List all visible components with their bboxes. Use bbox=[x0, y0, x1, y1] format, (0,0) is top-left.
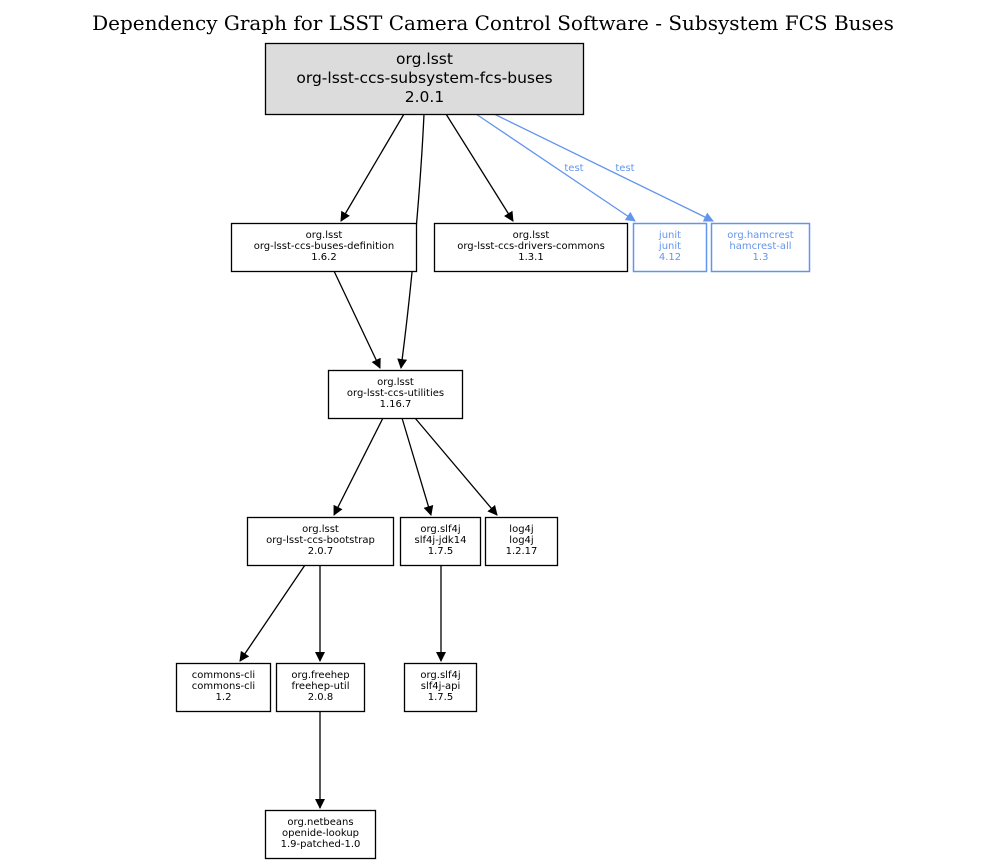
node-box bbox=[433, 222, 629, 273]
edge-root-to-drivers-commons bbox=[445, 113, 514, 222]
node-version: 1.2.17 bbox=[506, 546, 538, 557]
node-artifact: org-lsst-ccs-drivers-commons bbox=[457, 241, 605, 252]
node-box bbox=[246, 516, 395, 567]
edge-label: test bbox=[564, 163, 583, 174]
node-group: org.lsst bbox=[377, 377, 414, 388]
node-artifact: hamcrest-all bbox=[729, 241, 791, 252]
edge-utilities-to-bootstrap bbox=[333, 417, 384, 516]
node-version: 4.12 bbox=[659, 252, 681, 263]
node-box bbox=[264, 42, 585, 116]
edge-buses-definition-to-utilities bbox=[333, 270, 381, 369]
edge-bootstrap-to-commons-cli bbox=[239, 564, 306, 662]
node-drivers-commons: org.lsstorg-lsst-ccs-drivers-commons1.3.… bbox=[433, 222, 629, 273]
node-group: org.lsst bbox=[302, 524, 339, 535]
node-artifact: openide-lookup bbox=[282, 828, 359, 839]
node-version: 2.0.8 bbox=[308, 692, 333, 703]
node-buses-definition: org.lsstorg-lsst-ccs-buses-definition1.6… bbox=[230, 222, 418, 273]
node-group: junit bbox=[658, 230, 681, 241]
node-group: log4j bbox=[509, 524, 533, 535]
node-artifact: log4j bbox=[509, 535, 533, 546]
node-box bbox=[399, 516, 482, 567]
node-box bbox=[175, 662, 272, 713]
node-artifact: commons-cli bbox=[192, 681, 255, 692]
node-artifact: junit bbox=[658, 241, 681, 252]
edge-root-to-hamcrest bbox=[493, 113, 714, 222]
node-version: 2.0.1 bbox=[405, 88, 444, 106]
node-artifact: org-lsst-ccs-utilities bbox=[347, 388, 444, 399]
node-box bbox=[632, 222, 708, 273]
node-version: 1.9-patched-1.0 bbox=[281, 839, 361, 850]
node-artifact: freehep-util bbox=[292, 681, 350, 692]
node-group: org.lsst bbox=[306, 230, 343, 241]
node-version: 1.3 bbox=[753, 252, 769, 263]
node-artifact: slf4j-jdk14 bbox=[415, 535, 467, 546]
node-openide-lookup: org.netbeansopenide-lookup1.9-patched-1.… bbox=[264, 809, 377, 860]
node-version: 1.2 bbox=[216, 692, 232, 703]
node-group: org.slf4j bbox=[420, 524, 460, 535]
node-box bbox=[710, 222, 811, 273]
node-group: org.slf4j bbox=[420, 670, 460, 681]
node-group: org.lsst bbox=[396, 50, 453, 68]
node-version: 1.3.1 bbox=[518, 252, 543, 263]
node-box bbox=[275, 662, 366, 713]
node-box bbox=[403, 662, 478, 713]
node-group: org.lsst bbox=[513, 230, 550, 241]
node-version: 1.6.2 bbox=[311, 252, 336, 263]
node-version: 1.7.5 bbox=[428, 546, 453, 557]
node-group: org.netbeans bbox=[287, 817, 353, 828]
edge-utilities-to-slf4j-jdk14 bbox=[401, 417, 434, 516]
node-artifact: org-lsst-ccs-bootstrap bbox=[266, 535, 375, 546]
node-box bbox=[484, 516, 559, 567]
node-version: 2.0.7 bbox=[308, 546, 333, 557]
graph-title: Dependency Graph for LSST Camera Control… bbox=[92, 11, 894, 35]
node-box bbox=[230, 222, 418, 273]
node-artifact: org-lsst-ccs-subsystem-fcs-buses bbox=[296, 69, 552, 87]
node-group: org.hamcrest bbox=[727, 230, 794, 241]
node-group: commons-cli bbox=[192, 670, 255, 681]
node-artifact: slf4j-api bbox=[421, 681, 461, 692]
edge-root-to-junit bbox=[475, 113, 636, 222]
edge-root-to-buses-definition bbox=[340, 113, 405, 222]
node-box bbox=[327, 369, 464, 420]
node-version: 1.7.5 bbox=[428, 692, 453, 703]
node-version: 1.16.7 bbox=[380, 399, 412, 410]
node-artifact: org-lsst-ccs-buses-definition bbox=[254, 241, 395, 252]
edge-label: test bbox=[615, 163, 634, 174]
node-root: org.lsstorg-lsst-ccs-subsystem-fcs-buses… bbox=[264, 42, 585, 116]
node-box bbox=[264, 809, 377, 860]
node-group: org.freehep bbox=[291, 670, 349, 681]
edge-utilities-to-log4j bbox=[414, 417, 498, 516]
